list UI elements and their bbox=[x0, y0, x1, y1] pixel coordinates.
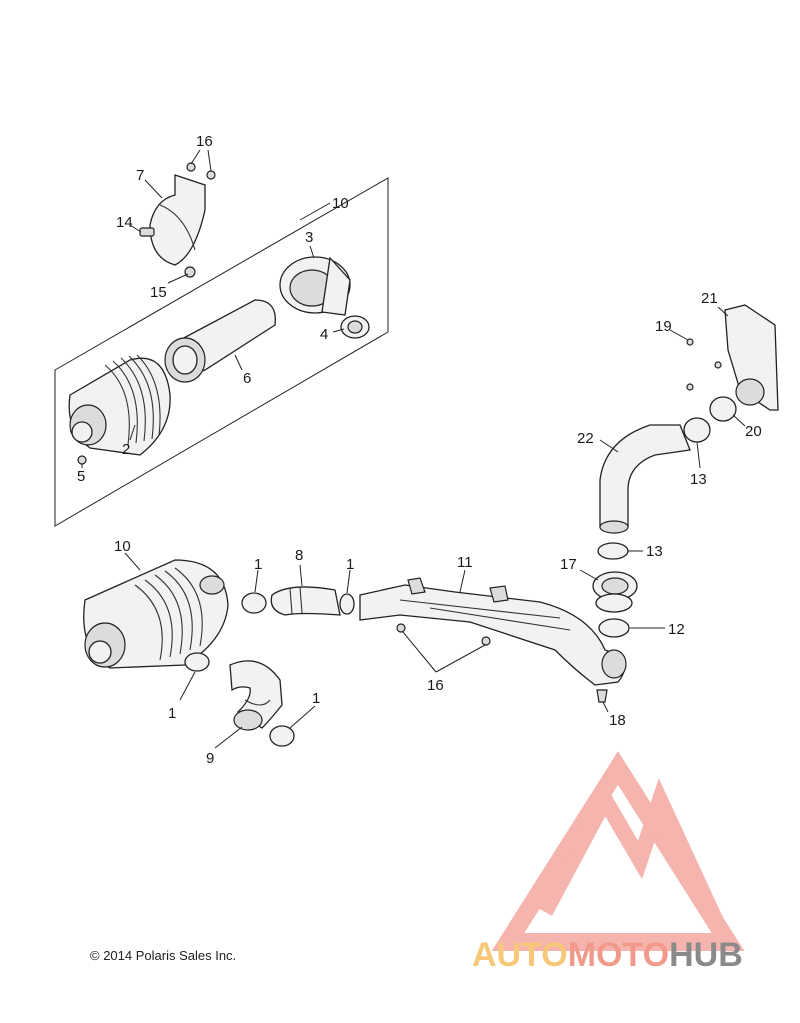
callout-labels: 16 7 14 15 10 3 4 6 2 5 10 1 8 1 11 16 1… bbox=[77, 133, 762, 767]
assembly-box bbox=[54, 177, 389, 527]
part-2-housing bbox=[68, 354, 171, 465]
callout-1-c: 1 bbox=[168, 705, 176, 722]
leader-lines bbox=[81, 149, 746, 749]
part-7-bracket bbox=[149, 174, 206, 278]
watermark-text: AUTOMOTOHUB bbox=[472, 936, 743, 975]
part-20-clamp bbox=[709, 396, 737, 422]
callout-22: 22 bbox=[577, 430, 594, 447]
part-6-filter bbox=[164, 299, 276, 383]
callout-19: 19 bbox=[655, 318, 672, 335]
callout-15: 15 bbox=[150, 284, 167, 301]
part-14-bolt bbox=[139, 227, 155, 237]
callout-10-bottom: 10 bbox=[114, 538, 131, 555]
part-17-boot bbox=[592, 571, 638, 613]
part-21-intake bbox=[714, 304, 779, 411]
callout-13-upper: 13 bbox=[690, 471, 707, 488]
callout-1-b: 1 bbox=[346, 556, 354, 573]
part-10-housing-assembled bbox=[83, 559, 229, 669]
callout-14: 14 bbox=[116, 214, 133, 231]
callout-1-a: 1 bbox=[254, 556, 262, 573]
watermark-auto: AUTO bbox=[472, 936, 568, 974]
callout-11: 11 bbox=[457, 554, 473, 571]
callout-5: 5 bbox=[77, 468, 85, 485]
part-11-duct bbox=[359, 577, 627, 686]
callout-20: 20 bbox=[745, 423, 762, 440]
callout-13-lower: 13 bbox=[646, 543, 663, 560]
callout-9: 9 bbox=[206, 750, 214, 767]
callout-18: 18 bbox=[609, 712, 626, 729]
callout-10-top: 10 bbox=[332, 195, 349, 212]
part-16-screws bbox=[186, 162, 216, 180]
callout-12: 12 bbox=[668, 621, 685, 638]
callout-21: 21 bbox=[701, 290, 718, 307]
part-18-drain bbox=[596, 689, 608, 703]
callout-4: 4 bbox=[320, 326, 328, 343]
part-9-elbow-hose bbox=[229, 660, 283, 731]
callout-3: 3 bbox=[305, 229, 313, 246]
part-19-screws bbox=[686, 338, 694, 391]
copyright-text: © 2014 Polaris Sales Inc. bbox=[90, 948, 237, 963]
callout-7: 7 bbox=[136, 167, 144, 184]
callout-1-d: 1 bbox=[312, 690, 320, 707]
part-22-tube bbox=[599, 424, 691, 534]
part-1-clamps bbox=[184, 592, 355, 747]
watermark-hub: HUB bbox=[669, 936, 743, 974]
part-4-valve bbox=[340, 315, 370, 339]
watermark-moto: MOTO bbox=[567, 936, 670, 974]
part-8-hose bbox=[270, 586, 341, 616]
callout-8: 8 bbox=[295, 547, 303, 564]
callout-17: 17 bbox=[560, 556, 577, 573]
watermark-logo-icon bbox=[491, 751, 745, 951]
part-12-clamp bbox=[598, 618, 630, 638]
callout-16-bottom: 16 bbox=[427, 677, 444, 694]
callout-16-top: 16 bbox=[196, 133, 213, 150]
callout-6: 6 bbox=[243, 370, 251, 387]
callout-2: 2 bbox=[122, 441, 130, 458]
part-3-cover bbox=[279, 256, 351, 316]
